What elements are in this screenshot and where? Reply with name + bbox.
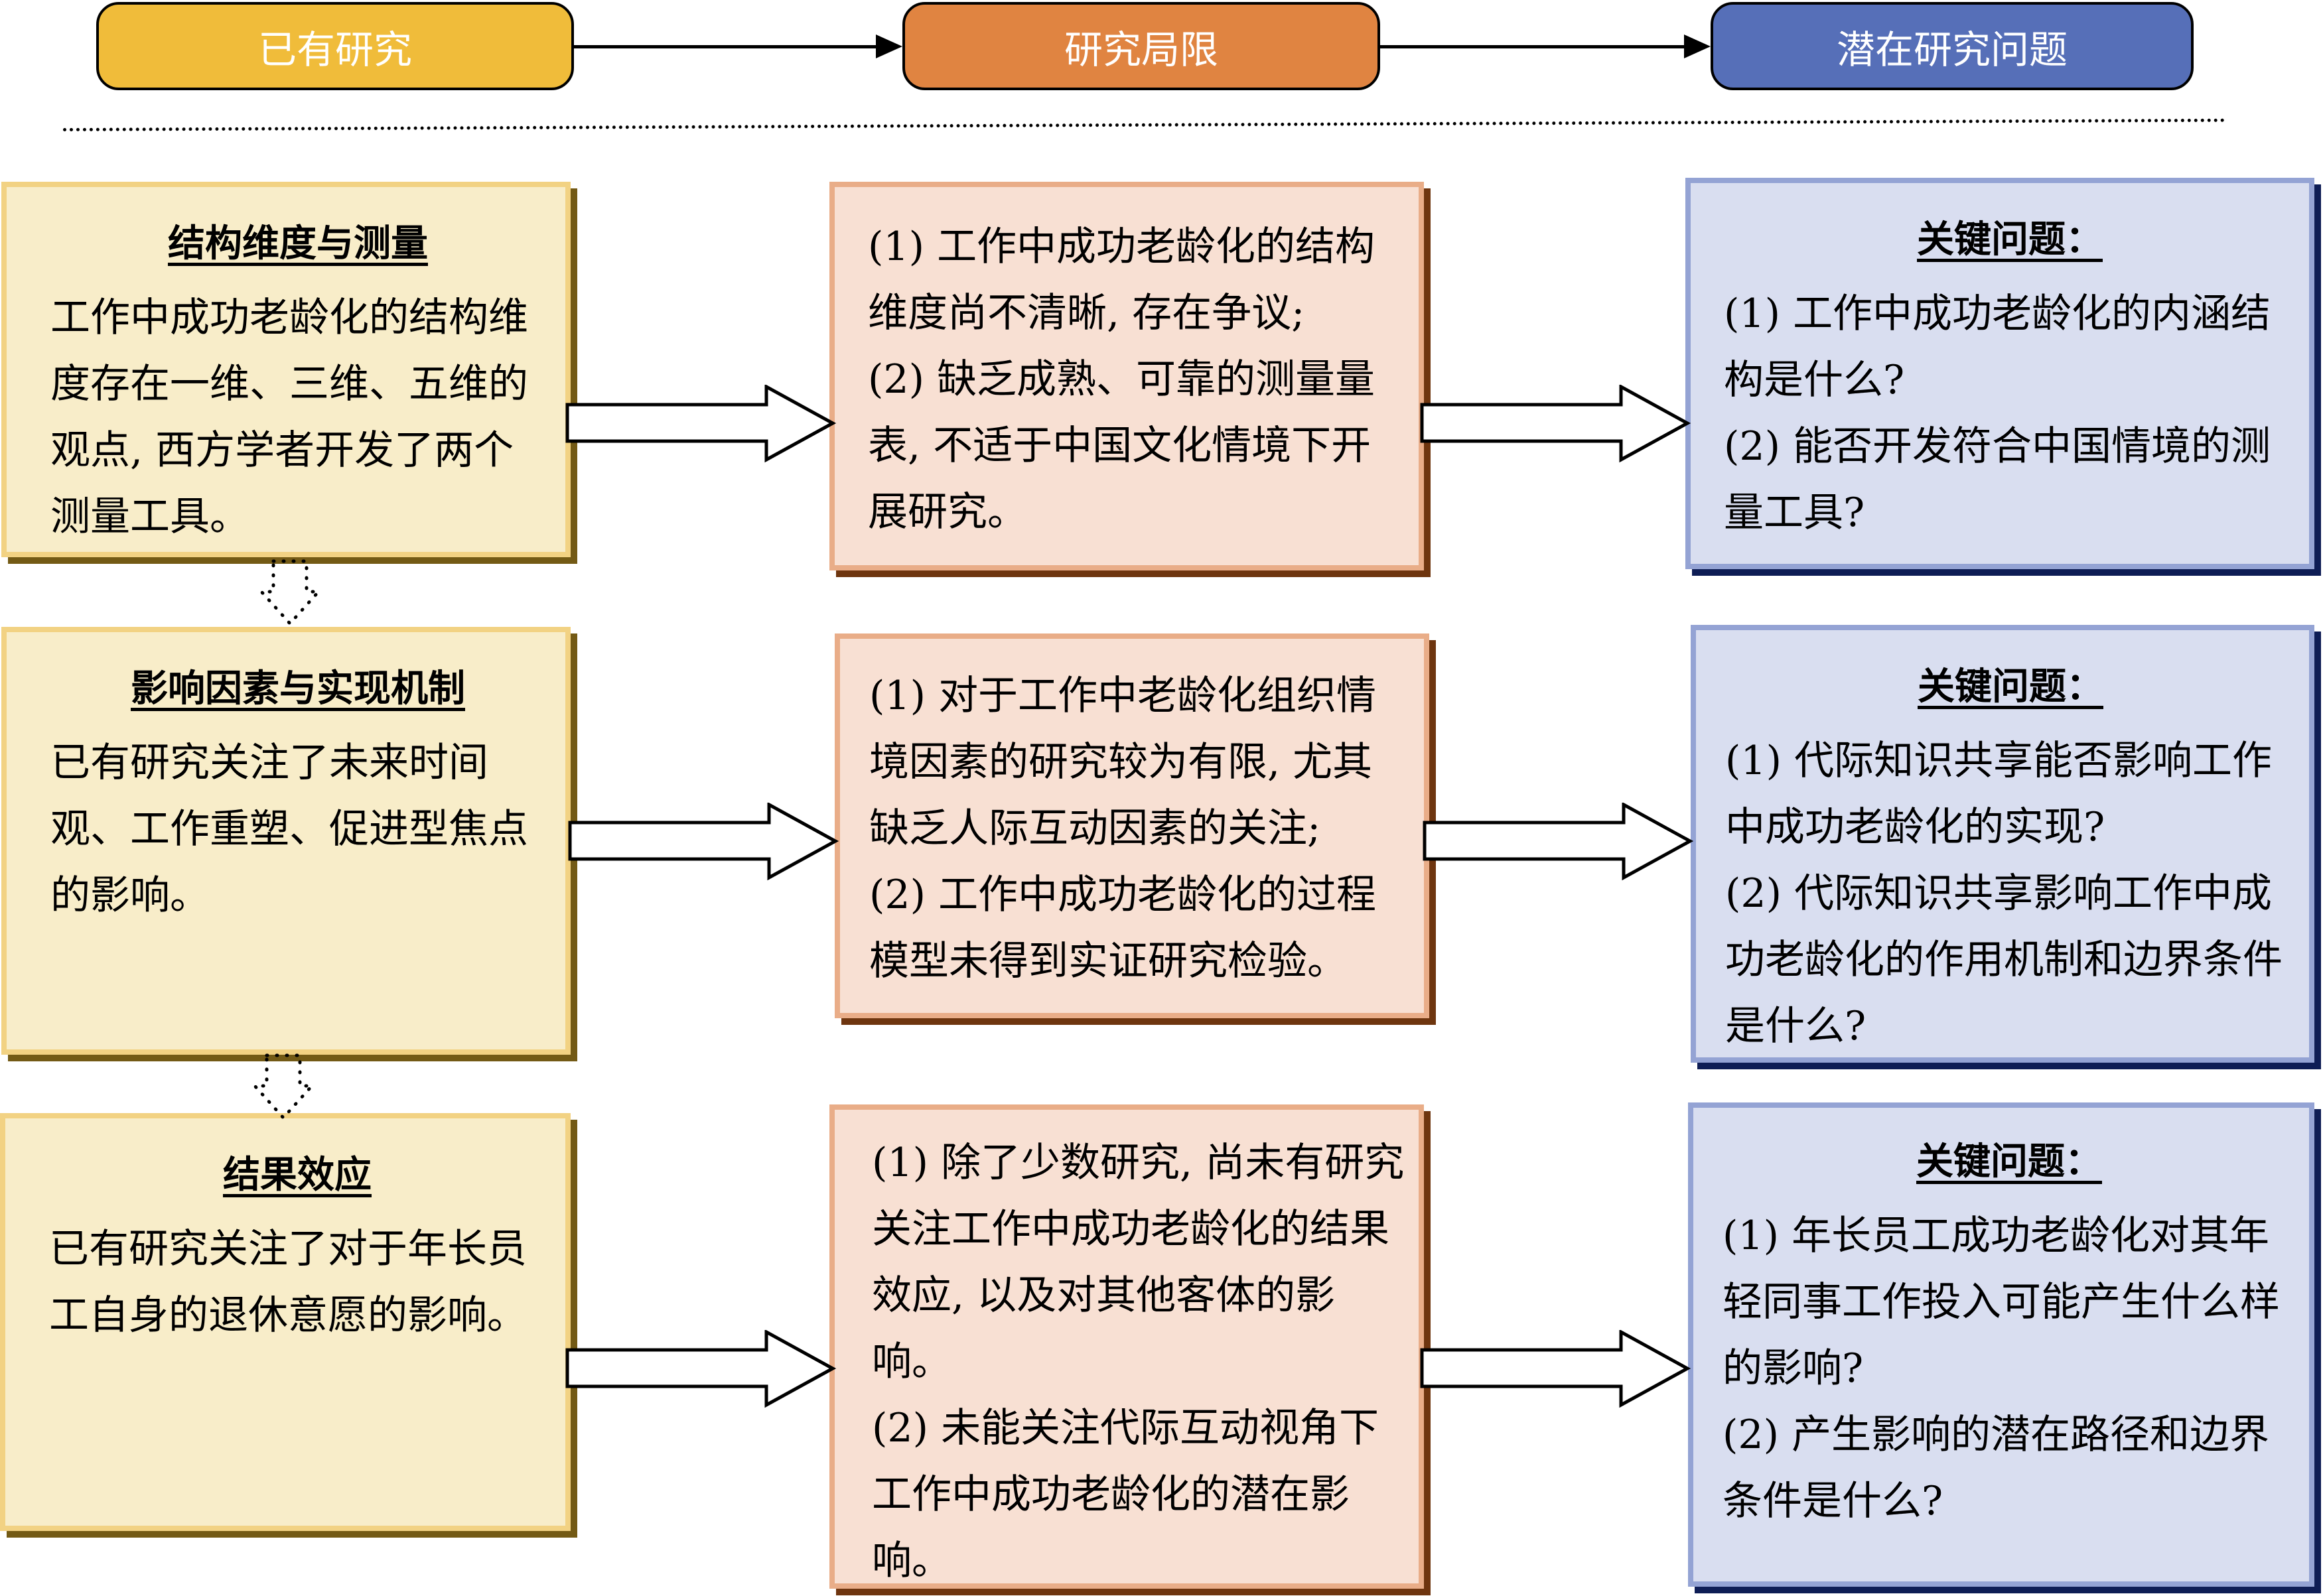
limitation-item: (2) 缺乏成熟、可靠的测量量表, 不适于中国文化情境下开展研究。 xyxy=(868,356,1375,535)
box-title: 结果效应 xyxy=(223,1154,372,1197)
block-arrow-icon xyxy=(568,803,839,881)
box-body: (1) 年长员工成功老龄化对其年轻同事工作投入可能产生什么样的影响? (2) 产… xyxy=(1723,1203,2296,1534)
section-divider xyxy=(62,118,2226,131)
box-title: 关键问题： xyxy=(1916,1140,2102,1183)
box-body: (1) 代际知识共享能否影响工作中成功老龄化的实现? (2) 代际知识共享影响工… xyxy=(1725,728,2296,1059)
existing-text: 已有研究关注了未来时间观、工作重塑、促进型焦点的影响。 xyxy=(50,740,528,919)
block-arrow-icon xyxy=(565,385,837,463)
question-item: (2) 代际知识共享影响工作中成功老龄化的作用机制和边界条件是什么? xyxy=(1725,870,2283,1049)
limitation-box-outcomes: (1) 除了少数研究, 尚未有研究关注工作中成功老龄化的结果效应, 以及对其他客… xyxy=(829,1104,1424,1589)
box-body: (1) 除了少数研究, 尚未有研究关注工作中成功老龄化的结果效应, 以及对其他客… xyxy=(872,1130,1405,1594)
limitation-item: (1) 对于工作中老龄化组织情境因素的研究较为有限, 尤其缺乏人际互动因素的关注… xyxy=(869,673,1377,852)
block-arrow-icon xyxy=(1423,803,1694,881)
stage-research-limitations: 研究局限 xyxy=(902,2,1380,90)
box-title: 关键问题： xyxy=(1917,218,2103,261)
dotted-down-arrow-icon xyxy=(257,559,322,626)
question-item: (2) 能否开发符合中国情境的测量工具? xyxy=(1724,423,2271,536)
box-body: (1) 对于工作中老龄化组织情境因素的研究较为有限, 尤其缺乏人际互动因素的关注… xyxy=(869,663,1411,994)
block-arrow-icon xyxy=(1420,385,1691,463)
limitation-box-structure: (1) 工作中成功老龄化的结构维度尚不清晰, 存在争议; (2) 缺乏成熟、可靠… xyxy=(829,182,1424,570)
existing-box-factors: 影响因素与实现机制 已有研究关注了未来时间观、工作重塑、促进型焦点的影响。 xyxy=(1,627,571,1055)
limitation-item: (1) 工作中成功老龄化的结构维度尚不清晰, 存在争议; xyxy=(868,224,1375,336)
header-connector-1 xyxy=(574,45,879,48)
arrowhead-icon xyxy=(876,34,902,58)
limitation-item: (2) 未能关注代际互动视角下工作中成功老龄化的潜在影响。 xyxy=(872,1405,1379,1584)
limitation-item: (2) 工作中成功老龄化的过程模型未得到实证研究检验。 xyxy=(869,872,1377,984)
stage-potential-questions: 潜在研究问题 xyxy=(1711,2,2194,90)
question-box-factors: 关键问题： (1) 代际知识共享能否影响工作中成功老龄化的实现? (2) 代际知… xyxy=(1691,625,2314,1063)
block-arrow-icon xyxy=(565,1330,837,1408)
limitation-item: (1) 除了少数研究, 尚未有研究关注工作中成功老龄化的结果效应, 以及对其他客… xyxy=(872,1140,1405,1385)
existing-text: 已有研究关注了对于年长员工自身的退休意愿的影响。 xyxy=(49,1226,527,1339)
header-connector-2 xyxy=(1380,45,1685,48)
box-title: 关键问题： xyxy=(1918,665,2103,708)
box-title: 结构维度与测量 xyxy=(168,222,428,265)
question-item: (1) 代际知识共享能否影响工作中成功老龄化的实现? xyxy=(1725,738,2273,850)
block-arrow-icon xyxy=(1420,1330,1691,1408)
dotted-down-arrow-icon xyxy=(251,1053,316,1120)
existing-box-outcomes: 结果效应 已有研究关注了对于年长员工自身的退休意愿的影响。 xyxy=(0,1113,571,1531)
question-item: (2) 产生影响的潜在路径和边界条件是什么? xyxy=(1723,1412,2270,1524)
box-title: 影响因素与实现机制 xyxy=(131,667,465,710)
box-body: 已有研究关注了未来时间观、工作重塑、促进型焦点的影响。 xyxy=(50,730,545,929)
limitation-box-factors: (1) 对于工作中老龄化组织情境因素的研究较为有限, 尤其缺乏人际互动因素的关注… xyxy=(835,633,1429,1018)
question-box-outcomes: 关键问题： (1) 年长员工成功老龄化对其年轻同事工作投入可能产生什么样的影响?… xyxy=(1688,1102,2314,1587)
question-item: (1) 工作中成功老龄化的内涵结构是什么? xyxy=(1724,291,2271,403)
box-body: (1) 工作中成功老龄化的内涵结构是什么? (2) 能否开发符合中国情境的测量工… xyxy=(1724,281,2296,546)
question-item: (1) 年长员工成功老龄化对其年轻同事工作投入可能产生什么样的影响? xyxy=(1723,1213,2280,1392)
existing-box-structure: 结构维度与测量 工作中成功老龄化的结构维度存在一维、三维、五维的观点, 西方学者… xyxy=(1,182,571,557)
box-body: (1) 工作中成功老龄化的结构维度尚不清晰, 存在争议; (2) 缺乏成熟、可靠… xyxy=(868,214,1405,545)
stage-existing-research: 已有研究 xyxy=(96,2,574,90)
box-body: 已有研究关注了对于年长员工自身的退休意愿的影响。 xyxy=(49,1216,545,1349)
question-box-structure: 关键问题： (1) 工作中成功老龄化的内涵结构是什么? (2) 能否开发符合中国… xyxy=(1685,178,2314,569)
box-body: 工作中成功老龄化的结构维度存在一维、三维、五维的观点, 西方学者开发了两个测量工… xyxy=(50,285,545,550)
arrowhead-icon xyxy=(1684,34,1711,58)
existing-text: 工作中成功老龄化的结构维度存在一维、三维、五维的观点, 西方学者开发了两个测量工… xyxy=(50,295,528,540)
